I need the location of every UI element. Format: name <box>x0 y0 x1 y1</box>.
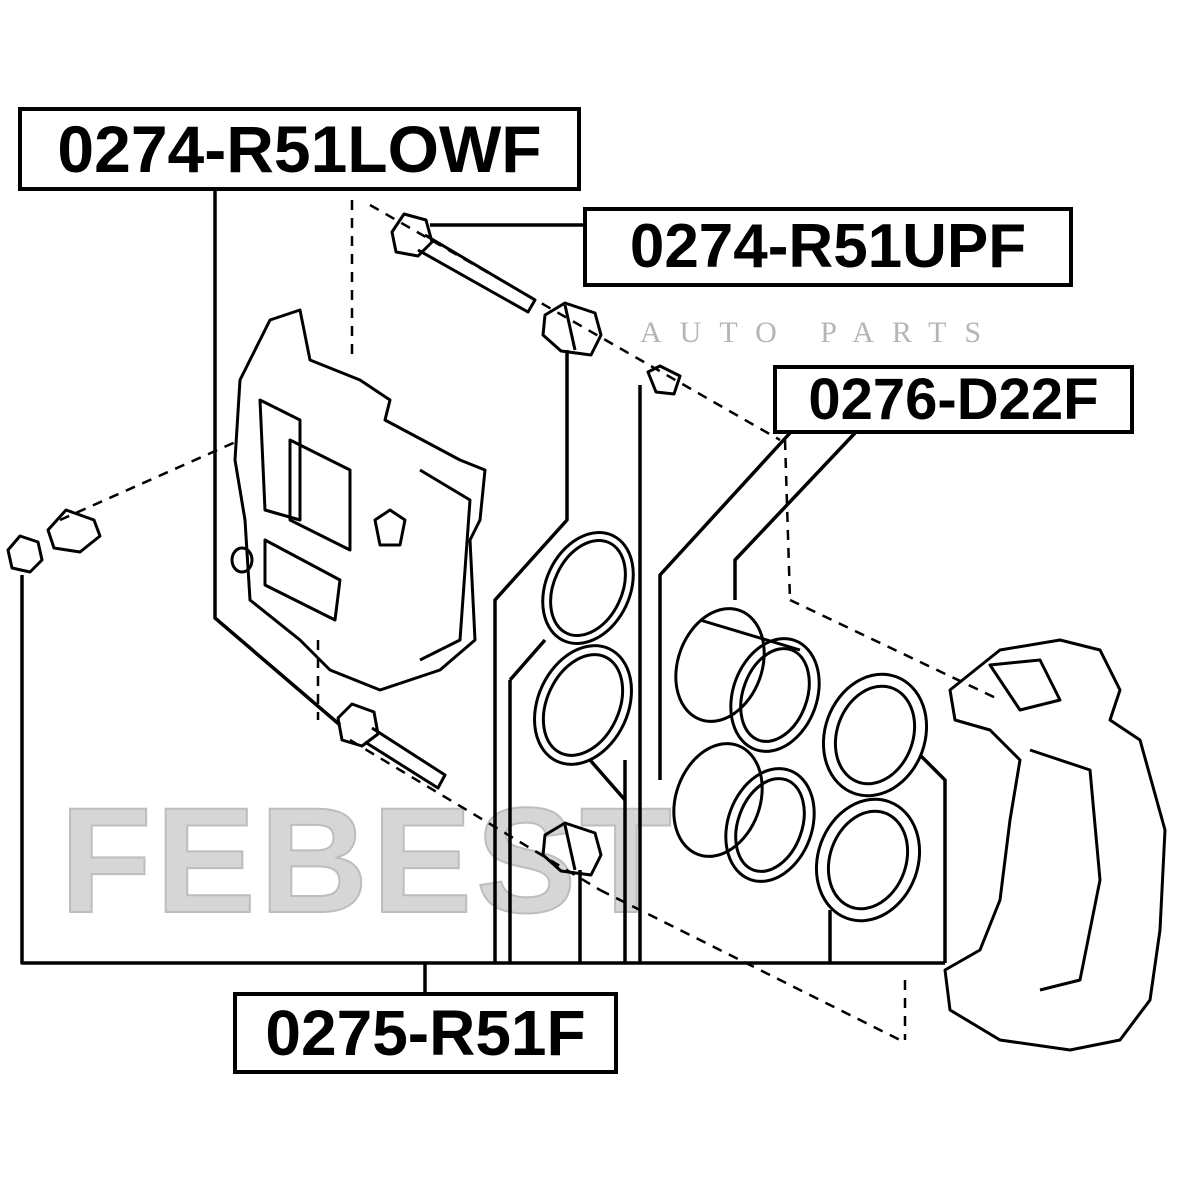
part-label-repair-kit: 0275-R51F <box>233 992 618 1074</box>
caliper-bracket <box>943 638 1167 1052</box>
caliper-housing <box>230 308 487 692</box>
dust-cap <box>6 534 44 574</box>
pin-boot-lower <box>541 821 603 877</box>
piston-2 <box>672 742 816 883</box>
watermark-febest: FEBEST <box>59 776 676 944</box>
piston-1 <box>674 607 821 753</box>
piston-4 <box>814 797 922 923</box>
upper-guide-pin <box>390 212 537 314</box>
bleeder-cap <box>646 364 682 396</box>
lower-guide-pin <box>336 702 447 790</box>
piston-3 <box>821 672 929 798</box>
piston-seal-1 <box>541 531 635 645</box>
part-label-lower-guide-pin: 0274-R51LOWF <box>18 107 581 191</box>
bleeder-screw <box>46 508 102 554</box>
leader-lines <box>20 190 947 992</box>
part-label-upper-guide-pin: 0274-R51UPF <box>583 207 1073 287</box>
piston-seal-2 <box>533 644 633 766</box>
assembly-dashed-lines <box>59 200 1001 1042</box>
pin-boot-upper <box>541 301 603 357</box>
part-label-piston: 0276-D22F <box>773 365 1134 434</box>
watermark-auto-parts: AUTO PARTS <box>640 316 1000 349</box>
